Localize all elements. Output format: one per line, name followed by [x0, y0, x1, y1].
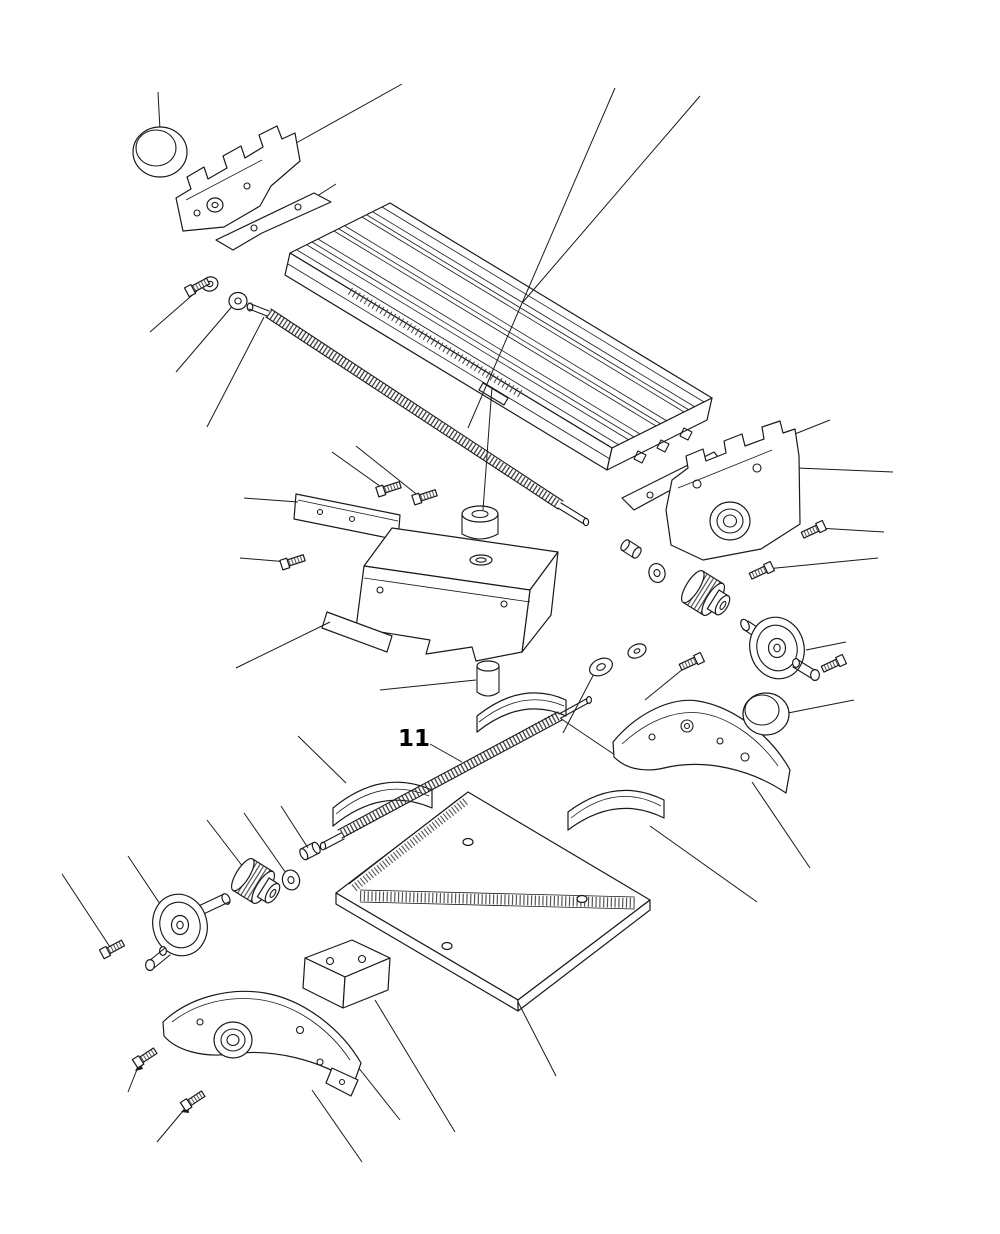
- boss-hole-inner: [475, 557, 487, 563]
- bracket-tab: [325, 1067, 359, 1097]
- saddle-foot: [321, 611, 393, 653]
- cap-knob-upper: [132, 126, 188, 178]
- bearing-bore: [709, 501, 751, 541]
- way-cover-lower-right: [567, 789, 665, 831]
- nut-block: [302, 939, 391, 1009]
- scale-window: [478, 382, 509, 406]
- saddle-hole: [500, 600, 508, 608]
- leadscrew-nut-boss: [461, 505, 499, 540]
- cap-knob-right: [742, 692, 790, 736]
- washer-pair: [589, 643, 647, 677]
- shaft-cap: [740, 618, 750, 632]
- screw-icon: [280, 553, 306, 570]
- center-slot-edges: [359, 889, 636, 910]
- dovetail-hatch: [351, 797, 469, 892]
- leader-lines-left: [149, 290, 493, 691]
- slotted-table: [284, 202, 713, 471]
- crank-handle: [145, 945, 171, 971]
- bearing-boss: [206, 197, 224, 213]
- base-hole: [441, 941, 453, 951]
- washer-upper: [228, 291, 248, 311]
- set-screw-icon: [412, 488, 438, 505]
- handwheel-left: [145, 893, 231, 971]
- dovetail-edge: [348, 796, 462, 885]
- end-bracket-upper: [175, 125, 301, 232]
- handle-screw-icon: [99, 939, 125, 959]
- graduated-dial-left: [230, 857, 281, 905]
- t-slot-lines: [296, 206, 705, 446]
- handwheel-right: [740, 616, 820, 681]
- rail-hole: [348, 515, 356, 523]
- saddle-rail-line: [297, 499, 399, 522]
- boss-hole: [469, 554, 493, 566]
- gib-strip-upper: [215, 192, 332, 251]
- screw-icon: [748, 562, 774, 581]
- crank-handle: [791, 657, 820, 681]
- washer-left: [281, 869, 301, 891]
- end-bracket-right: [665, 420, 801, 561]
- spacer-bushing-left: [299, 841, 321, 861]
- t-slot-notch: [656, 439, 670, 453]
- pivot-stud: [476, 660, 500, 697]
- longitudinal-leadscrew: [319, 695, 592, 851]
- graduated-dial: [680, 569, 731, 617]
- part-number-label: 11: [398, 726, 430, 752]
- t-slot-notch: [633, 450, 647, 464]
- base-hole: [462, 837, 474, 847]
- way-cover-lower-left: [332, 781, 433, 827]
- table-top-face: [289, 202, 713, 449]
- cross-feed-leadscrew: [246, 302, 590, 527]
- mounting-screw-icon: [132, 1047, 158, 1068]
- t-slot-notch: [679, 427, 693, 441]
- base-slide-table: [335, 791, 651, 1012]
- saddle: [293, 493, 559, 697]
- table-end-face: [606, 397, 713, 471]
- screw-icon: [678, 653, 704, 672]
- screw-icon: [800, 521, 826, 540]
- support-bracket-left: [162, 990, 362, 1097]
- leader-lines-bottom: [61, 735, 557, 1163]
- thrust-washer: [648, 562, 666, 584]
- handle-screw-icon: [820, 655, 846, 674]
- rail-hole: [316, 508, 324, 516]
- base-hole: [576, 894, 588, 904]
- front-face-line: [287, 263, 611, 460]
- saddle-front-line: [363, 577, 531, 603]
- saddle-rail: [293, 493, 401, 541]
- mounting-screw-icon: [180, 1090, 206, 1111]
- spacer-bushing: [620, 539, 642, 559]
- set-screw-icon: [376, 480, 402, 497]
- center-slot-hatch: [359, 891, 636, 908]
- way-cover-upper: [476, 692, 567, 733]
- base-edge-right: [517, 899, 651, 1012]
- bearing-bore: [213, 1021, 253, 1059]
- saddle-hole: [376, 586, 384, 594]
